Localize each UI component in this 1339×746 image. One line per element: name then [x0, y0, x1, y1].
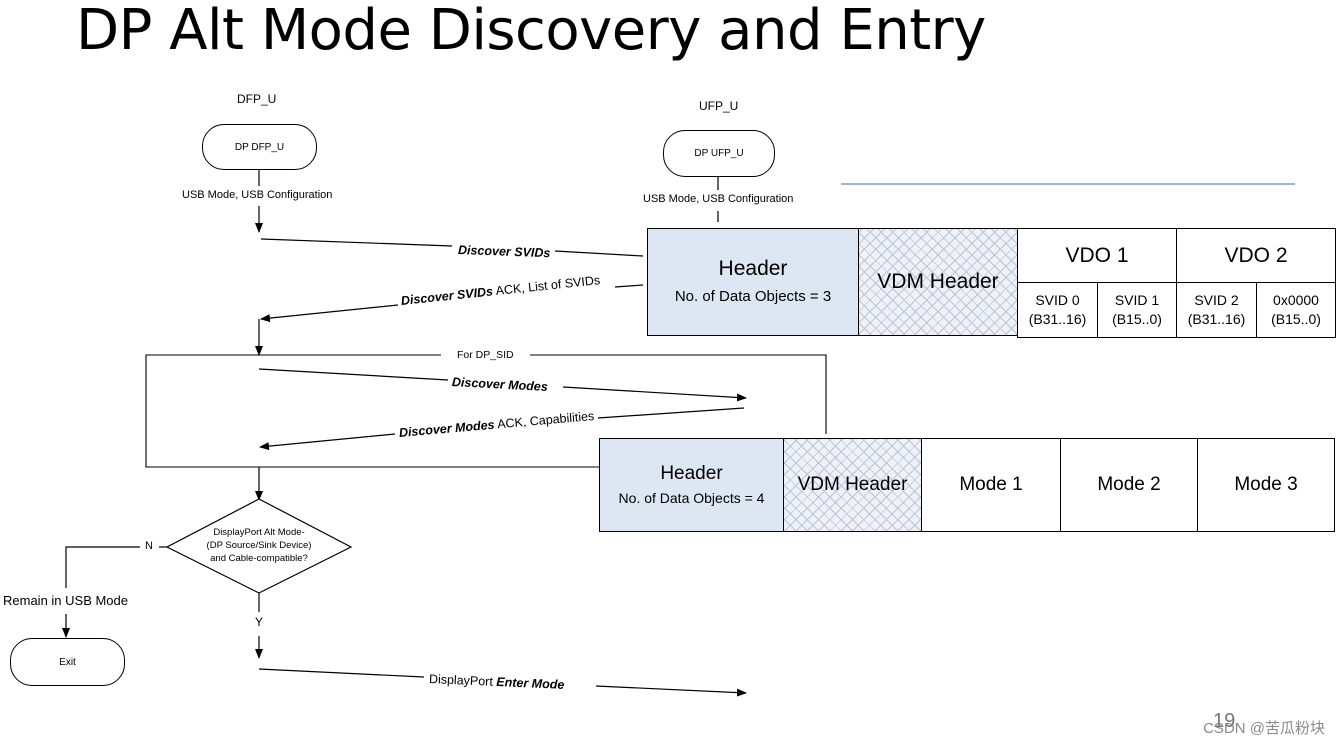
svid0-cell: SVID 0 (B31..16) [1017, 282, 1098, 338]
svid1-line1: SVID 1 [1114, 292, 1160, 308]
mode-header-title: Header [660, 462, 723, 484]
decision-text: DisplayPort Alt Mode- (DP Source/Sink De… [189, 526, 329, 565]
enter-mode-bold: Enter Mode [496, 674, 565, 692]
svid1-cell: SVID 1 (B15..0) [1097, 282, 1177, 338]
exit-node: Exit [10, 638, 125, 686]
svid-vdm-label: VDM Header [877, 270, 999, 293]
ufp-node: DP UFP_U [663, 130, 775, 177]
ufp-node-label: DP UFP_U [694, 148, 744, 159]
exit-label: Exit [59, 656, 76, 668]
mode2-cell: Mode 2 [1060, 438, 1198, 532]
dfp-label: DFP_U [237, 92, 277, 106]
mode3-label: Mode 3 [1234, 474, 1298, 495]
loop-label: For DP_SID [457, 349, 514, 361]
svid2-cell: SVID 2 (B31..16) [1176, 282, 1257, 338]
svid3-cell: 0x0000 (B15..0) [1256, 282, 1336, 338]
mode1-label: Mode 1 [959, 474, 1023, 495]
mode-vdm-label: VDM Header [797, 474, 908, 495]
svid2-line1: SVID 2 [1194, 292, 1239, 308]
mode-header-sub: No. of Data Objects = 4 [618, 489, 765, 506]
page-title: DP Alt Mode Discovery and Entry [76, 0, 986, 63]
svid-header-title: Header [718, 257, 788, 280]
svid-vdm-header-cell: VDM Header [858, 228, 1018, 336]
svid0-line2: (B31..16) [1028, 311, 1087, 327]
discover-modes-arrow [562, 386, 747, 402]
yes-label: Y [255, 615, 264, 629]
no-branch [65, 546, 140, 588]
remain-usb-label: Remain in USB Mode [3, 593, 128, 608]
discover-svids-arrow [260, 238, 453, 247]
page-number: 19 [1213, 710, 1236, 732]
loop-frame [145, 354, 600, 468]
mode1-cell: Mode 1 [921, 438, 1061, 532]
vdo2-cell: VDO 2 [1176, 228, 1336, 283]
enter-mode-arrow [595, 685, 747, 697]
dfp-config-label: USB Mode, USB Configuration [182, 189, 333, 201]
watermark: CSDN @苦瓜粉块 [1203, 720, 1325, 737]
svid-header-cell: Header No. of Data Objects = 3 [647, 228, 859, 336]
vdo1-cell: VDO 1 [1017, 228, 1177, 283]
enter-mode-arrow [258, 668, 425, 678]
decision-line3: and Cable-compatible? [210, 553, 308, 564]
mode3-cell: Mode 3 [1197, 438, 1335, 532]
decision-line2: (DP Source/Sink Device) [206, 540, 312, 551]
svids-ack-arrow [260, 304, 399, 323]
ufp-config-label: USB Mode, USB Configuration [643, 193, 794, 205]
svids-ack-arrow [614, 284, 644, 288]
svid0-line1: SVID 0 [1035, 292, 1080, 308]
no-label: N [145, 540, 153, 552]
svid3-line1: 0x0000 [1273, 292, 1319, 308]
modes-ack-arrow [597, 407, 745, 419]
svid3-line2: (B15..0) [1271, 311, 1321, 327]
svid2-line2: (B31..16) [1187, 311, 1246, 327]
decision-diamond [165, 498, 353, 594]
mode-vdm-header-cell: VDM Header [783, 438, 922, 532]
mode2-label: Mode 2 [1097, 474, 1161, 495]
decision-line1: DisplayPort Alt Mode- [213, 527, 305, 538]
ufp-label: UFP_U [699, 99, 739, 113]
dfp-node-label: DP DFP_U [234, 141, 285, 153]
dfp-node: DP DFP_U [202, 124, 317, 170]
vdo1-label: VDO 1 [1065, 243, 1129, 267]
svid1-line2: (B15..0) [1112, 311, 1162, 327]
svid-header-sub: No. of Data Objects = 3 [674, 288, 832, 305]
enter-mode-prefix: DisplayPort [428, 672, 497, 689]
discover-modes-arrow [258, 368, 449, 381]
discover-svids-arrow [554, 250, 644, 257]
mode-header-cell: Header No. of Data Objects = 4 [599, 438, 784, 532]
modes-ack-arrow [259, 433, 396, 451]
loop-frame [530, 354, 827, 434]
vdo2-label: VDO 2 [1224, 243, 1288, 267]
